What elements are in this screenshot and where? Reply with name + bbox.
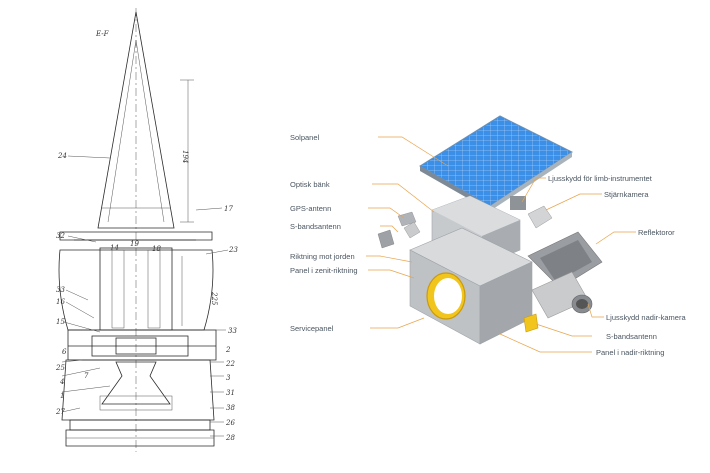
part-number: 22 [225, 360, 235, 368]
dimension-label-2: 225 [210, 291, 218, 306]
part-number: 33 [56, 286, 65, 294]
label-riktning-mot-jorden: Riktning mot jorden [290, 252, 355, 261]
part-numbers: 24 17 32 14 19 18 23 33 16 15 33 6 25 4 … [55, 152, 238, 442]
label-reflektoror: Reflektoror [638, 228, 675, 237]
part-number: 24 [57, 152, 67, 160]
label-stjarnkamera: Stjärnkamera [604, 190, 649, 199]
part-number: 19 [130, 240, 139, 248]
label-optisk-bank: Optisk bänk [290, 180, 330, 189]
label-solpanel: Solpanel [290, 133, 320, 142]
label-ljusskydd-limb: Ljusskydd för limb-instrumentet [548, 174, 653, 183]
part-number: 28 [225, 434, 235, 442]
satellite-body [409, 227, 533, 345]
leader-lines [366, 136, 636, 353]
part-number: 23 [228, 246, 238, 254]
part-number: 1 [60, 392, 64, 400]
satellite-illustration: Solpanel Optisk bänk GPS-antenn S-bandsa… [290, 115, 686, 357]
label-s-bandsantenn-top: S-bandsantenn [290, 222, 341, 231]
label-gps-antenn: GPS-antenn [290, 204, 331, 213]
part-number: 6 [62, 348, 67, 356]
part-number: 38 [226, 404, 235, 412]
label-servicepanel: Servicepanel [290, 324, 334, 333]
part-number: 27 [55, 408, 65, 416]
label-s-bandsantenn-bottom: S-bandsantenn [606, 332, 657, 341]
part-number: 32 [56, 232, 65, 240]
callout-labels: Solpanel Optisk bänk GPS-antenn S-bandsa… [290, 133, 686, 357]
part-number: 7 [84, 372, 89, 380]
solar-panel [419, 115, 573, 211]
part-number: 18 [152, 245, 161, 253]
part-number: 17 [224, 205, 233, 213]
part-number: 31 [226, 389, 235, 397]
part-number: 26 [225, 419, 235, 427]
part-number: 15 [56, 318, 65, 326]
part-number: 33 [228, 327, 237, 335]
label-panel-zenit: Panel i zenit-riktning [290, 266, 358, 275]
dimension-label: 194 [181, 150, 189, 163]
label-panel-nadir: Panel i nadir-riktning [596, 348, 664, 357]
label-ljusskydd-nadir: Ljusskydd nadir-kamera [606, 313, 686, 322]
part-number: 14 [110, 244, 119, 252]
part-number: 2 [225, 346, 231, 354]
section-label: E-F [95, 30, 110, 38]
part-number: 4 [59, 378, 64, 386]
part-number: 25 [55, 364, 65, 372]
part-number: 3 [226, 374, 231, 382]
part-number: 16 [56, 298, 65, 306]
technical-drawing: E-F 194 225 [55, 8, 238, 452]
